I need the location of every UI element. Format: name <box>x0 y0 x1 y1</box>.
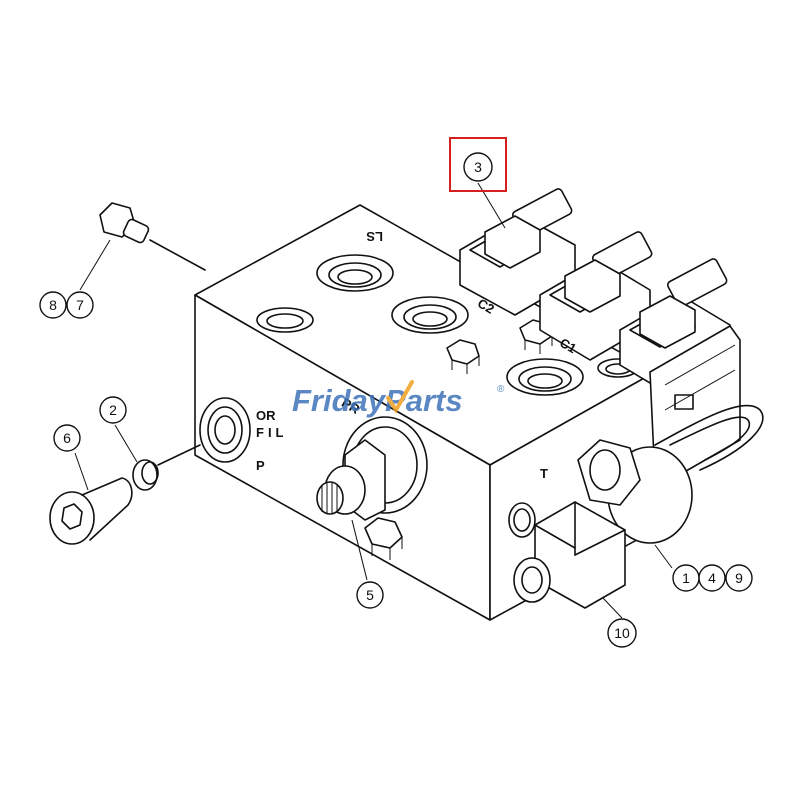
port-label-c2: C2 <box>475 295 497 316</box>
port-label-or: OR <box>256 408 276 423</box>
callout-10: 10 <box>607 618 637 648</box>
callout-2-label: 2 <box>109 402 117 418</box>
callout-8-label: 8 <box>49 297 57 313</box>
callout-9-label: 9 <box>735 570 743 586</box>
port-label-c1: C1 <box>557 335 579 356</box>
callout-3: 3 <box>463 152 493 182</box>
port-label-ls: LS <box>366 229 383 244</box>
solenoid-valves <box>459 188 764 487</box>
callout-7: 7 <box>66 291 94 319</box>
watermark-part2: Parts <box>385 383 463 418</box>
right-face-components <box>508 439 693 609</box>
callout-8: 8 <box>39 291 67 319</box>
watermark-part1: Friday <box>292 383 387 418</box>
callout-1: 1 <box>672 564 700 592</box>
watermark-mark: ® <box>497 384 505 395</box>
callout-9: 9 <box>725 564 753 592</box>
callout-5-label: 5 <box>366 587 374 603</box>
port-labels: LS C2 C1 OR FIL P PR T <box>256 229 579 481</box>
port-label-p: P <box>256 458 265 473</box>
callout-6: 6 <box>53 424 81 452</box>
top-ports <box>256 254 639 396</box>
callout-4-label: 4 <box>708 570 716 586</box>
port-label-t: T <box>540 466 548 481</box>
callout-1-label: 1 <box>682 570 690 586</box>
svg-text:FridayParts: FridayParts <box>292 383 463 418</box>
callout-10-label: 10 <box>614 625 630 641</box>
port-label-fil: FIL <box>256 425 288 440</box>
callout-2: 2 <box>99 396 127 424</box>
callout-5: 5 <box>356 581 384 609</box>
callout-7-label: 7 <box>76 297 84 313</box>
watermark-logo: FridayParts ® <box>292 380 505 418</box>
callout-6-label: 6 <box>63 430 71 446</box>
callout-3-label: 3 <box>474 159 482 175</box>
callout-4: 4 <box>698 564 726 592</box>
loose-parts <box>49 202 206 545</box>
front-face-components <box>199 397 428 560</box>
callout-3-highlight <box>449 137 507 192</box>
